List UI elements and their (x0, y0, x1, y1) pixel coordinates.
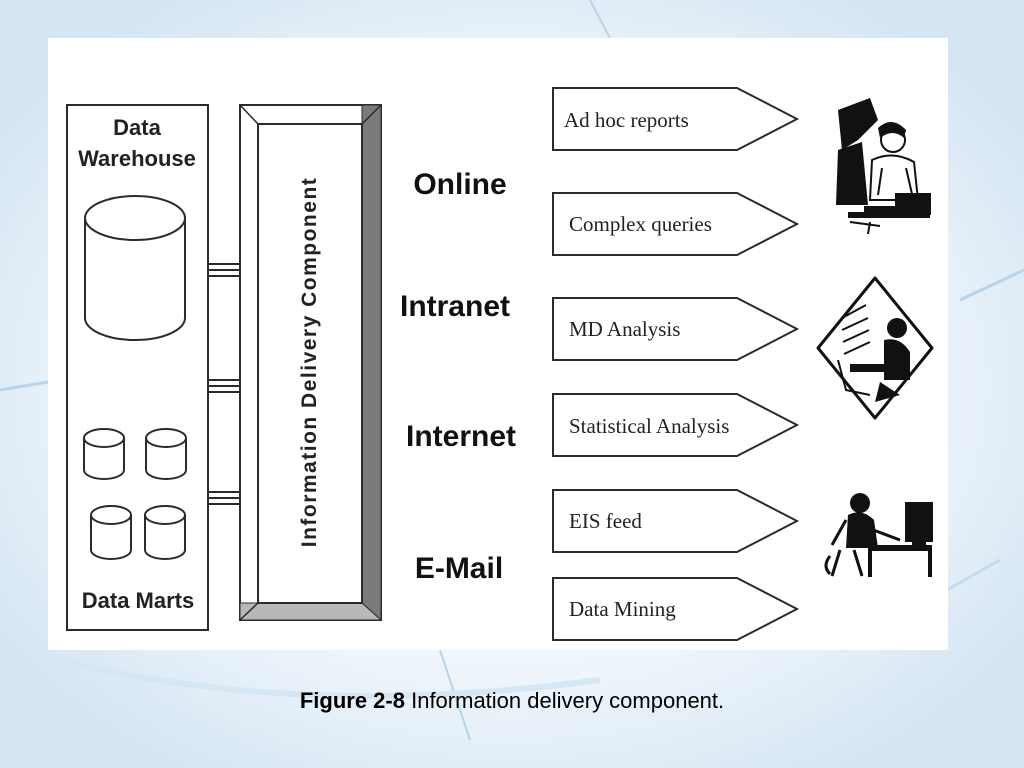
output-label: Complex queries (569, 212, 712, 236)
information-delivery-component-box: Information Delivery Component (239, 104, 383, 622)
data-sources-box: Data Warehouse Data Marts (66, 104, 209, 631)
channel-intranet-label: Intranet (400, 290, 510, 323)
output-label: Data Mining (569, 597, 676, 621)
output-arrow: Statistical Analysis (552, 393, 800, 457)
operator-at-desk-icon (824, 493, 933, 577)
channel-internet-label: Internet (406, 420, 516, 453)
output-arrow: Complex queries (552, 192, 800, 256)
output-arrow: Ad hoc reports (552, 87, 800, 151)
figure-caption: Figure 2-8 Information delivery componen… (0, 688, 1024, 714)
user-at-computer-icon (835, 98, 931, 235)
data-warehouse-label-line1: Data (113, 115, 161, 140)
connector-lines (208, 263, 240, 505)
output-label: Ad hoc reports (564, 108, 689, 132)
figure-caption-number: Figure 2-8 (299, 688, 405, 713)
output-label: MD Analysis (569, 317, 680, 341)
data-mart-cylinder-icon (145, 428, 187, 480)
output-arrow: Data Mining (552, 577, 800, 641)
analyst-diamond-icon (816, 276, 934, 420)
channel-online-label: Online (413, 168, 506, 201)
output-label: EIS feed (569, 509, 642, 533)
data-warehouse-label-line2: Warehouse (78, 146, 196, 171)
data-marts-label: Data Marts (82, 588, 194, 613)
figure-caption-text: Information delivery component. (404, 688, 725, 713)
output-label: Statistical Analysis (569, 414, 729, 438)
output-arrow: EIS feed (552, 489, 800, 553)
data-mart-cylinder-icon (144, 505, 186, 560)
output-arrow: MD Analysis (552, 297, 800, 361)
data-mart-cylinder-icon (83, 428, 125, 480)
information-delivery-component-label: Information Delivery Component (298, 177, 321, 548)
data-warehouse-cylinder-icon (84, 195, 186, 341)
channel-email-label: E-Mail (415, 552, 503, 585)
data-mart-cylinder-icon (90, 505, 132, 560)
